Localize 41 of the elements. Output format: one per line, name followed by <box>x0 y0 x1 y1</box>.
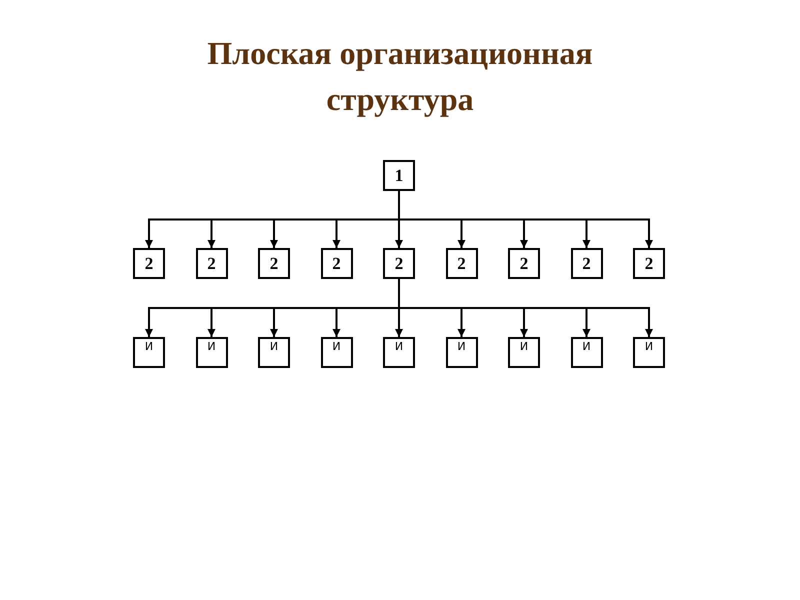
org-box <box>383 337 415 368</box>
title: Плоская организационная структура <box>206 34 594 119</box>
org-box <box>133 337 165 368</box>
box-label: 2 <box>520 254 528 274</box>
box-label: И <box>394 340 404 353</box>
box-label: И <box>332 340 341 353</box>
org-box <box>258 248 290 279</box>
org-box <box>633 337 665 368</box>
org-box <box>320 337 352 368</box>
box-label: 2 <box>144 254 154 274</box>
org-box <box>446 337 478 368</box>
box-label: И <box>644 340 654 353</box>
org-box <box>196 337 228 368</box>
box-label: 2 <box>644 254 654 274</box>
org-box <box>133 248 165 279</box>
box-label: 2 <box>270 254 278 274</box>
org-box <box>383 248 415 279</box>
org-box <box>446 248 478 279</box>
connector-arrow <box>398 279 653 337</box>
box-label: 2 <box>457 254 466 274</box>
box-label: 2 <box>582 254 591 274</box>
box-label: И <box>270 340 278 353</box>
org-box <box>196 248 228 279</box>
box-label: 2 <box>207 254 216 274</box>
org-box <box>258 337 290 368</box>
org-box <box>633 248 665 279</box>
box-label: И <box>144 340 154 353</box>
org-box <box>508 337 540 368</box>
box-label: И <box>520 340 528 353</box>
box-label: 2 <box>394 254 404 274</box>
box-label: 2 <box>332 254 341 274</box>
box-label: И <box>457 340 466 353</box>
org-box <box>570 337 602 368</box>
connector-arrow <box>398 191 653 248</box>
org-box <box>320 248 352 279</box>
org-box <box>508 248 540 279</box>
box-label: 1 <box>394 166 404 186</box>
org-box <box>383 160 415 191</box>
box-label: И <box>582 340 591 353</box>
org-box <box>570 248 602 279</box>
box-label: И <box>207 340 216 353</box>
